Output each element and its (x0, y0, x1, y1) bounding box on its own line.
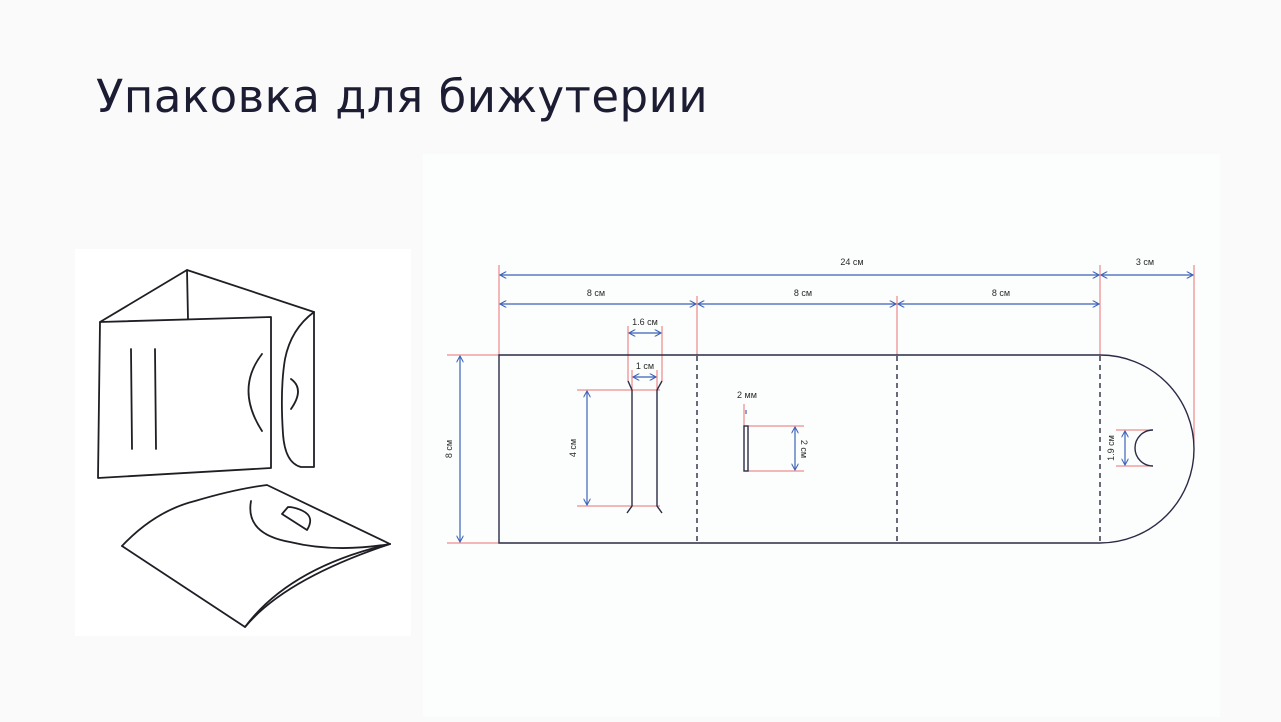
label-slot-inner-width: 1 см (636, 361, 654, 371)
label-slit-width: 2 мм (737, 390, 757, 400)
die-cut-template-diagram: 24 см 3 см 8 см 8 см 8 см 1.6 см 1 см 2 … (423, 154, 1220, 717)
template-drawing: 24 см 3 см 8 см 8 см 8 см 1.6 см 1 см 2 … (444, 257, 1195, 544)
label-panel-2-width: 8 см (794, 288, 812, 298)
packaging-line-drawing (97, 269, 391, 628)
label-flap-width: 3 см (1136, 257, 1154, 267)
label-slot-outer-width: 1.6 см (632, 317, 658, 327)
label-total-width: 24 см (840, 257, 863, 267)
label-slit-height: 2 см (799, 440, 809, 458)
label-panel-3-width: 8 см (992, 288, 1010, 298)
packaging-illustration (75, 249, 411, 636)
dimension-arrows (460, 275, 1193, 542)
fold-lines (696, 356, 1101, 542)
label-tab-cutout-height: 1.9 см (1106, 435, 1116, 461)
slide-title: Упаковка для бижутерии (96, 70, 709, 123)
template-outline (498, 354, 1195, 544)
label-slot-height: 4 см (568, 439, 578, 457)
label-panel-1-width: 8 см (587, 288, 605, 298)
label-height: 8 см (444, 440, 454, 458)
extension-lines (447, 265, 1195, 544)
